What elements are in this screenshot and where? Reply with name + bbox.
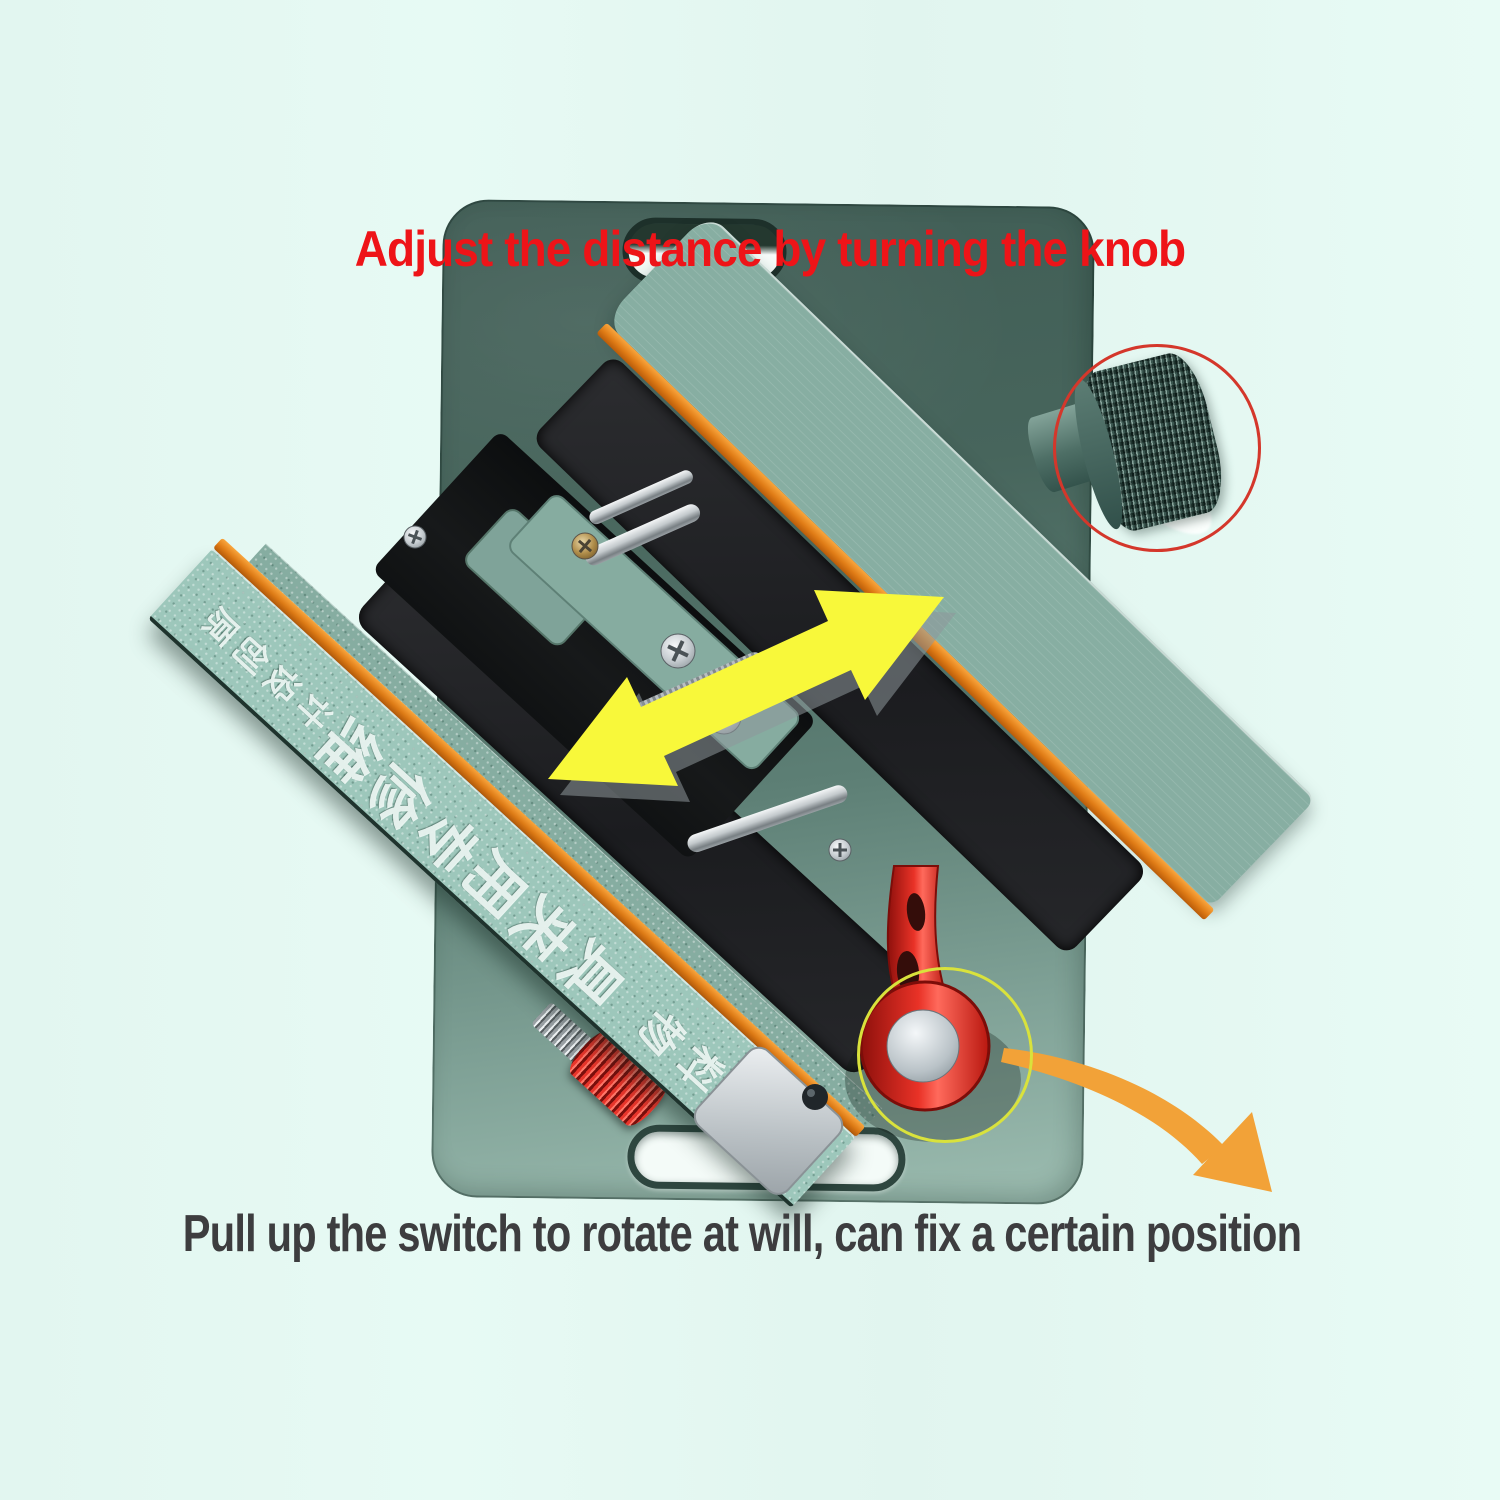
phillips-screw: [403, 525, 427, 549]
switch-callout-circle: [857, 967, 1033, 1143]
rotate-arrow: [1001, 1048, 1224, 1164]
top-annotation: Adjust the distance by turning the knob: [354, 221, 1186, 277]
bracket-pin-highlight: [807, 1089, 815, 1097]
distance-arrow: [548, 590, 944, 786]
phillips-screw: [660, 633, 696, 669]
knob-callout-circle: [1053, 344, 1261, 552]
guide-rod: [589, 470, 693, 525]
guide-rod: [687, 785, 848, 853]
guide-rod: [585, 504, 701, 566]
phillips-screw: [571, 532, 599, 560]
lever-hole: [906, 893, 926, 931]
bottom-annotation: Pull up the switch to rotate at will, ca…: [182, 1205, 1302, 1263]
rotate-arrow-head: [1193, 1112, 1272, 1192]
phillips-screw: [828, 838, 852, 862]
corner-bracket: [693, 1046, 844, 1195]
